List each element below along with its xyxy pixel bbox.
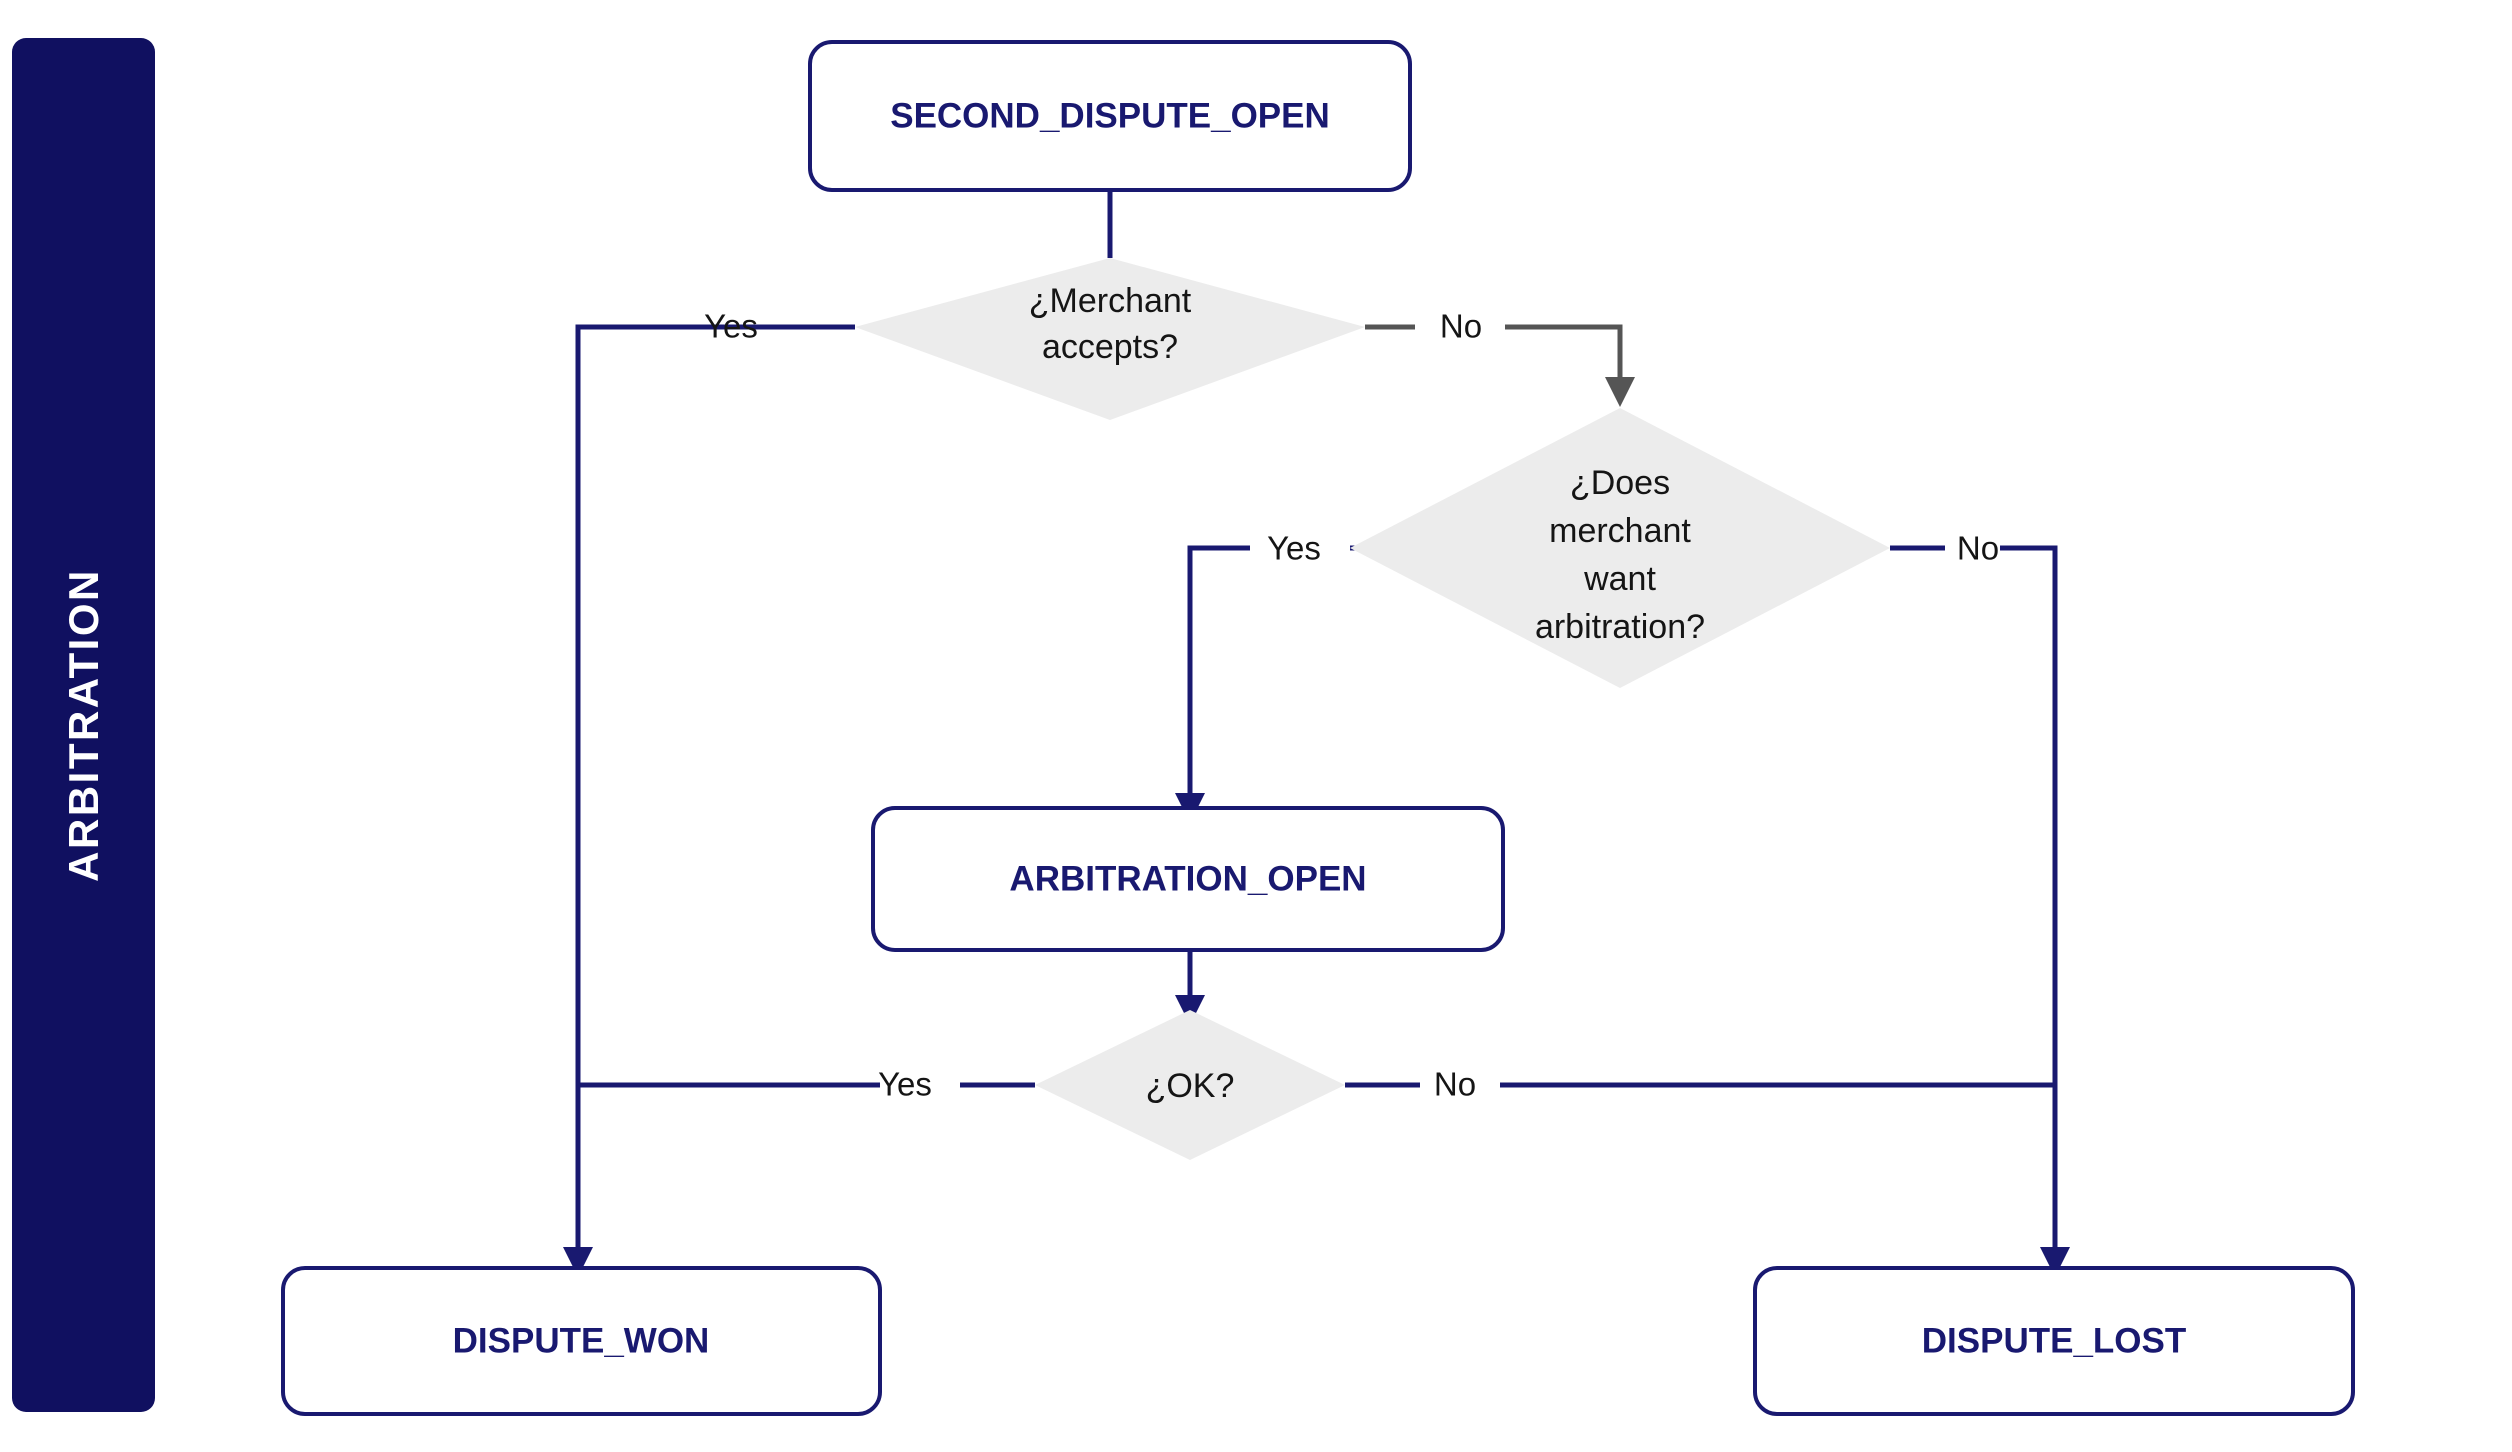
node-dispute-lost[interactable]: DISPUTE_LOST xyxy=(1753,1266,2355,1416)
decision-wants-arbitration[interactable]: ¿Does merchant want arbitration? xyxy=(1350,408,1890,688)
node-second-dispute-open-label: SECOND_DISPUTE_OPEN xyxy=(890,96,1330,135)
decision-wants-arbitration-line-2: merchant xyxy=(1549,512,1691,550)
node-second-dispute-open[interactable]: SECOND_DISPUTE_OPEN xyxy=(808,40,1412,192)
node-arbitration-open-label: ARBITRATION_OPEN xyxy=(1009,859,1366,898)
edge-label-ok-yes: Yes xyxy=(878,1066,932,1103)
decision-merchant-accepts-shape xyxy=(855,258,1365,420)
decision-merchant-accepts[interactable]: ¿Merchant accepts? xyxy=(855,258,1365,420)
decision-ok[interactable]: ¿OK? xyxy=(1035,1010,1345,1160)
node-dispute-won[interactable]: DISPUTE_WON xyxy=(281,1266,882,1416)
edge-merchant-accepts-yes-to-dispute-won xyxy=(563,324,855,1277)
decision-merchant-accepts-line-2: accepts? xyxy=(1042,328,1178,366)
edge-label-ok-no: No xyxy=(1434,1066,1476,1103)
decision-ok-label: ¿OK? xyxy=(1146,1067,1235,1105)
edge-merchant-accepts-no-to-wants-arbitration xyxy=(1505,324,1635,407)
decision-merchant-accepts-line-1: ¿Merchant xyxy=(1029,282,1192,320)
decision-wants-arbitration-line-3: want xyxy=(1583,560,1656,598)
node-arbitration-open[interactable]: ARBITRATION_OPEN xyxy=(871,806,1505,952)
edge-label-merchant-accepts-yes: Yes xyxy=(704,308,758,345)
swimlane-arbitration: ARBITRATION xyxy=(12,38,155,1412)
decision-wants-arbitration-line-1: ¿Does xyxy=(1570,464,1670,502)
edge-wants-arbitration-no-to-dispute-lost xyxy=(2000,545,2070,1277)
node-dispute-lost-label: DISPUTE_LOST xyxy=(1922,1321,2186,1360)
node-dispute-won-label: DISPUTE_WON xyxy=(453,1321,710,1360)
edge-wants-arbitration-yes-to-arbitration-open xyxy=(1175,545,1250,823)
decision-wants-arbitration-line-4: arbitration? xyxy=(1535,608,1705,646)
decision-wants-arbitration-shape xyxy=(1350,408,1890,688)
decision-ok-shape xyxy=(1035,1010,1345,1160)
node-dispute-lost-shape xyxy=(1753,1266,2355,1416)
edge-label-wants-arbitration-no: No xyxy=(1957,530,1999,567)
node-second-dispute-open-shape xyxy=(808,40,1412,192)
edge-label-wants-arbitration-yes: Yes xyxy=(1267,530,1321,567)
node-dispute-won-shape xyxy=(281,1266,882,1416)
node-arbitration-open-shape xyxy=(871,806,1505,952)
edge-label-merchant-accepts-no: No xyxy=(1440,308,1482,345)
